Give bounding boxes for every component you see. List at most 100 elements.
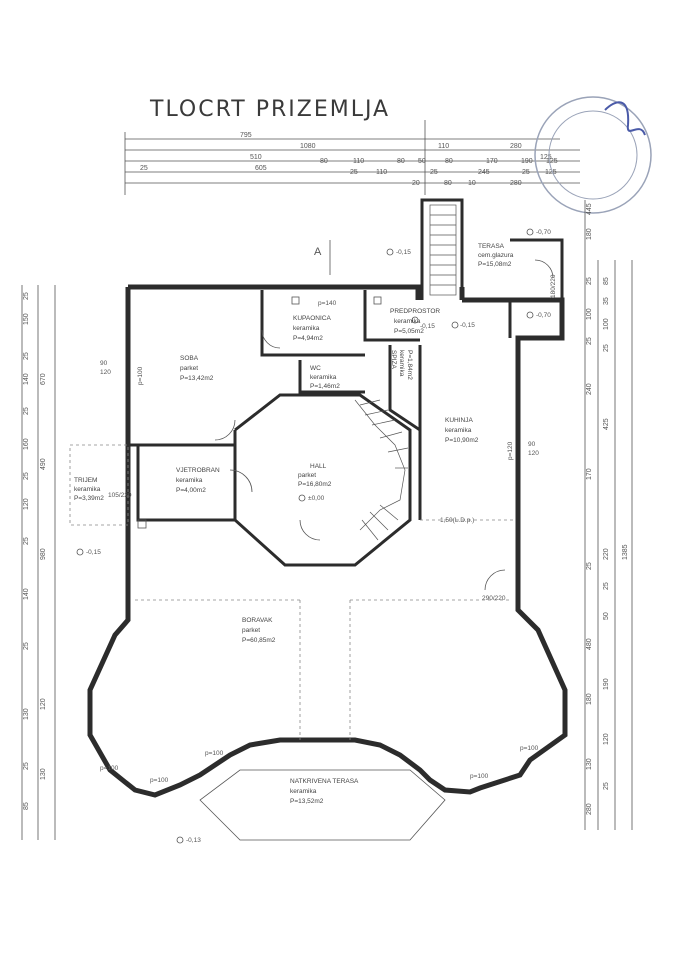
dim-right-b9: 190 [603, 678, 610, 690]
dim-right-b7: 25 [603, 582, 610, 590]
room-kuhinja: KUHINJA keramika P=10,90m2 [445, 417, 479, 444]
room-hall: HALL parket P=16,80m2 [298, 463, 332, 488]
dim-top-4g: 25 [522, 169, 530, 176]
svg-text:120: 120 [528, 450, 539, 457]
dim-right-7: 170 [586, 468, 593, 480]
dim-top-4h: 125 [545, 169, 557, 176]
dim-top-3f: 80 [445, 158, 453, 165]
dim-right-b4: 25 [603, 344, 610, 352]
dim-left-12: 130 [23, 708, 30, 720]
svg-text:P=16,80m2: P=16,80m2 [298, 481, 332, 488]
svg-text:BORAVAK: BORAVAK [242, 617, 273, 624]
dim-left-1: 25 [23, 292, 30, 300]
dim-left-2: 150 [23, 313, 30, 325]
dim-right-3: 25 [586, 277, 593, 285]
dim-top-4a: 25 [140, 165, 148, 172]
dim-right-1: 445 [586, 203, 593, 215]
dim-right-b6: 220 [603, 548, 610, 560]
dim-top-2a: 1080 [300, 143, 316, 150]
svg-text:p=100: p=100 [137, 366, 144, 385]
svg-text:SOBA: SOBA [180, 355, 199, 362]
svg-text:P=1,84m2: P=1,84m2 [406, 350, 413, 380]
living-room-dashes [135, 519, 515, 740]
dim-top-3b: 80 [320, 158, 328, 165]
svg-text:P=4,00m2: P=4,00m2 [176, 487, 206, 494]
svg-text:parket: parket [180, 365, 198, 372]
svg-text:PREDPROSTOR: PREDPROSTOR [390, 308, 440, 315]
dim-right-b5: 425 [603, 418, 610, 430]
svg-text:parket: parket [242, 627, 260, 634]
dim-top-1a: 795 [240, 132, 252, 139]
dim-right-4: 100 [586, 308, 593, 320]
dim-left-b4: 120 [40, 698, 47, 710]
dim-right-b10: 120 [603, 733, 610, 745]
dim-left-b3: 980 [40, 548, 47, 560]
svg-text:-0,15: -0,15 [420, 323, 435, 330]
left-dimension-lines: 25 150 25 140 25 160 25 120 25 140 25 13… [21, 285, 56, 840]
svg-text:VJETROBRAN: VJETROBRAN [176, 467, 220, 474]
stairs [354, 204, 457, 541]
room-terasa: TERASA cem.glazura P=15,08m2 [478, 243, 514, 268]
dim-top-5c: 10 [468, 180, 476, 187]
dim-top-3d: 80 [397, 158, 405, 165]
svg-text:120: 120 [100, 369, 111, 376]
level-markers: -0,15 -0,70 -0,15 -0,15 ±0,00 -0,70 -0,1… [76, 228, 551, 844]
dim-top-1c: 280 [510, 143, 522, 150]
right-dimension-lines: 445 180 25 100 25 240 170 25 480 180 130… [584, 200, 633, 830]
dim-left-b2: 490 [40, 458, 47, 470]
svg-text:1,50(L.D.p.): 1,50(L.D.p.) [440, 517, 474, 524]
dim-right-b8: 50 [603, 612, 610, 620]
svg-text:keramika: keramika [293, 325, 320, 332]
svg-text:keramika: keramika [176, 477, 203, 484]
svg-text:-0,70: -0,70 [536, 312, 551, 319]
svg-text:keramika: keramika [310, 374, 337, 381]
svg-text:P=13,52m2: P=13,52m2 [290, 798, 324, 805]
dim-top-4d: 110 [376, 169, 387, 176]
dim-right-b1: 85 [603, 277, 610, 285]
dim-left-9: 25 [23, 537, 30, 545]
plan-title: TLOCRT PRIZEMLJA [149, 97, 390, 122]
dim-top-4f: 245 [478, 169, 490, 176]
room-labels: SOBA parket P=13,42m2 KUPAONICA keramika… [74, 243, 514, 805]
dim-right-11: 130 [586, 758, 593, 770]
svg-text:TERASA: TERASA [478, 243, 505, 250]
svg-text:p=100: p=100 [520, 745, 539, 752]
svg-text:P=3,39m2: P=3,39m2 [74, 495, 104, 502]
dim-left-11: 25 [23, 642, 30, 650]
room-soba: SOBA parket P=13,42m2 [180, 355, 214, 382]
svg-text:keramika: keramika [290, 788, 317, 795]
dim-left-13: 25 [23, 762, 30, 770]
covered-terrace-outline [199, 769, 446, 841]
room-boravak: BORAVAK parket P=60,85m2 [242, 617, 276, 644]
svg-text:290/220: 290/220 [482, 595, 506, 602]
dim-right-6: 240 [586, 383, 593, 395]
dim-right-5: 25 [586, 337, 593, 345]
svg-text:±0,00: ±0,00 [308, 495, 325, 502]
svg-text:-0,15: -0,15 [396, 249, 411, 256]
section-letter: A [314, 246, 322, 258]
dim-right-9: 480 [586, 638, 593, 650]
svg-text:-0,70: -0,70 [536, 229, 551, 236]
dim-left-5: 25 [23, 407, 30, 415]
dim-top-3a: 510 [250, 154, 262, 161]
svg-text:keramika: keramika [74, 486, 101, 493]
dim-top-2b: 125 [540, 154, 552, 161]
svg-text:P=13,42m2: P=13,42m2 [180, 375, 214, 382]
section-marker: A [314, 240, 331, 275]
room-spiza: SPIZA keramika P=1,84m2 [390, 350, 413, 380]
door-swings [214, 259, 554, 591]
dim-right-2: 180 [586, 228, 593, 240]
svg-text:90: 90 [100, 360, 108, 367]
svg-text:keramika: keramika [394, 318, 421, 325]
dim-right-10: 180 [586, 693, 593, 705]
column-markers [137, 296, 382, 529]
dim-top-3g: 170 [486, 158, 498, 165]
dim-left-8: 120 [23, 498, 30, 510]
dim-top-4b: 605 [255, 165, 267, 172]
sill-labels: 90 120 90 120 [100, 360, 539, 457]
opening-labels: p=140 p=100 p=120 p=100 p=100 p=100 p=10… [100, 274, 557, 784]
dim-top-4e: 25 [430, 169, 438, 176]
dim-top-3h: 190 [521, 158, 533, 165]
dim-top-4c: 25 [350, 169, 358, 176]
svg-text:cem.glazura: cem.glazura [478, 252, 514, 259]
